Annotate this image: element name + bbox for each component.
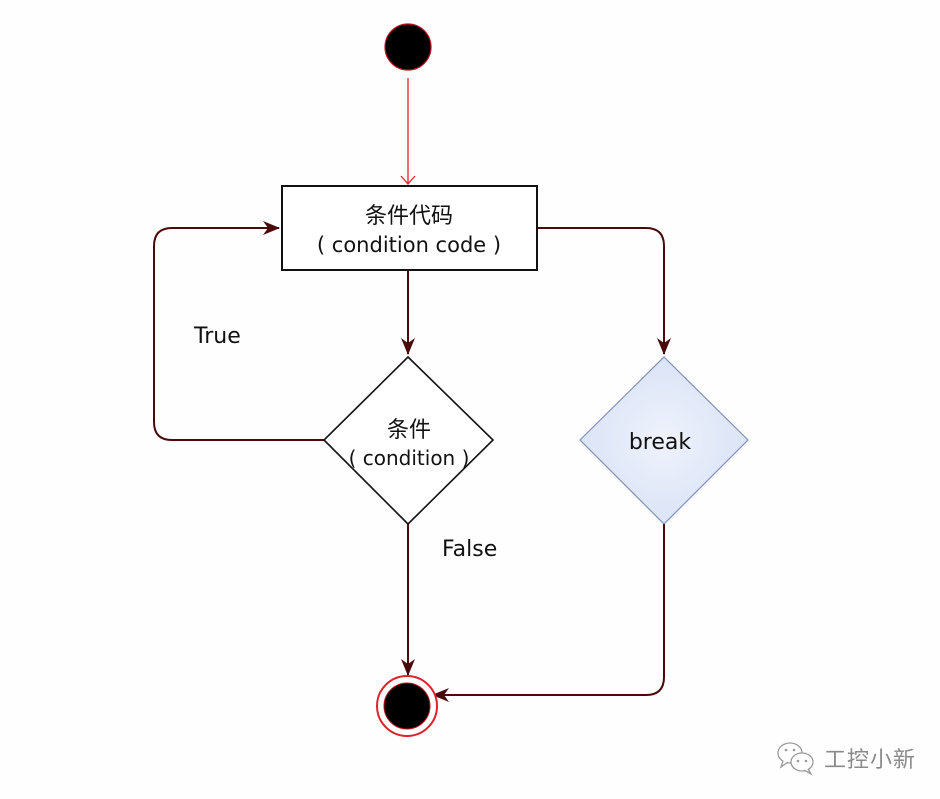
decision-label-cn: 条件 — [387, 418, 431, 443]
edge-label-true: True — [193, 324, 241, 349]
watermark-text: 工控小新 — [824, 748, 917, 773]
edge-process-to-break — [537, 227, 671, 355]
initial-node — [384, 23, 432, 71]
wechat-icon — [777, 742, 814, 776]
final-node — [383, 682, 431, 730]
decision-label-en: ( condition ) — [349, 446, 470, 470]
break-label: break — [629, 430, 692, 455]
action-label-en: ( condition code ) — [317, 233, 501, 257]
edge-label-false: False — [442, 537, 497, 562]
watermark: 工控小新 — [776, 740, 916, 776]
edge-break-to-end — [432, 524, 665, 702]
edge-true-loop — [153, 221, 324, 441]
action-label-cn: 条件代码 — [365, 204, 453, 229]
